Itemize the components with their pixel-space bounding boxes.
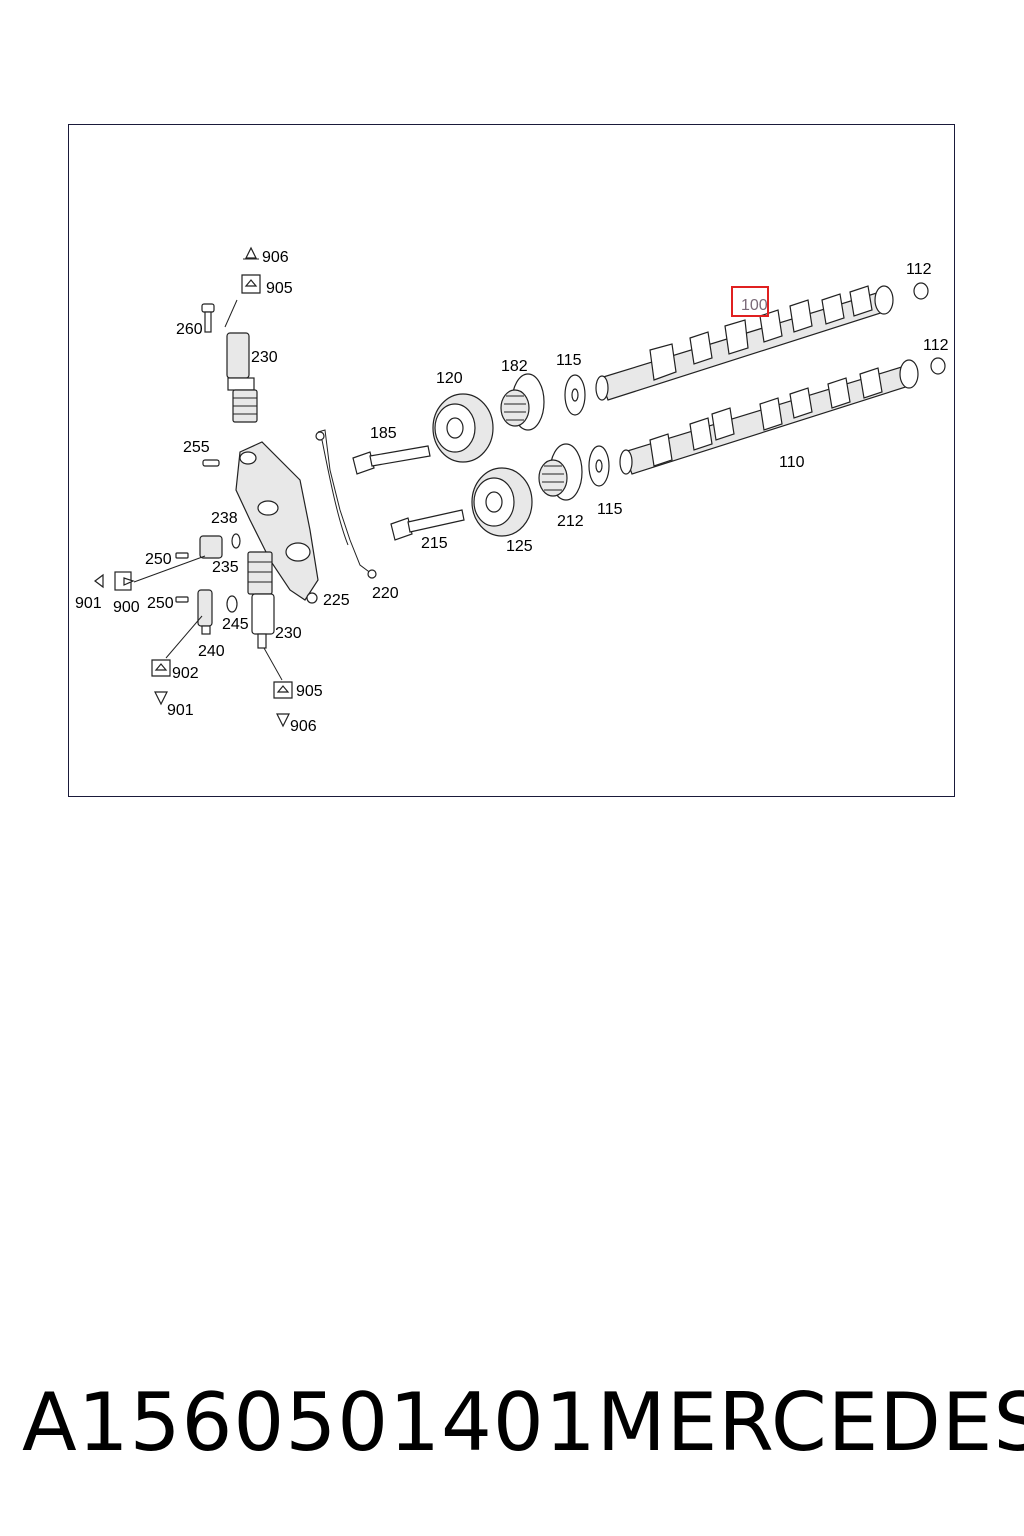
- highlight-box-100: [731, 286, 769, 317]
- housing-225-icon: [235, 441, 319, 604]
- callout-110: 110: [779, 454, 805, 471]
- callout-235: 235: [212, 559, 239, 576]
- plug-906-top-icon: [243, 246, 259, 260]
- callout-212: 212: [557, 513, 584, 530]
- plug-112-lower-icon: [930, 357, 946, 375]
- callout-245: 245: [222, 616, 249, 633]
- screw-255-icon: [202, 459, 220, 467]
- callout-906-top: 906: [262, 249, 289, 266]
- sprocket-182-icon: [500, 373, 545, 431]
- adjuster-125-icon: [471, 467, 533, 537]
- washer-115-lower-icon: [588, 445, 610, 487]
- callout-100: 100: [741, 297, 768, 314]
- solenoid-230-top-icon: [226, 332, 258, 423]
- callout-901-lower: 901: [167, 702, 194, 719]
- sensor-235-icon: [199, 533, 241, 559]
- footer-caption: A1560501401 MERCEDES: [0, 1372, 1024, 1472]
- connector-905-top-icon: [241, 274, 261, 294]
- camshaft-100-icon: [595, 285, 894, 401]
- connector-902-icon: [151, 659, 171, 677]
- oring-245-icon: [226, 595, 238, 613]
- callout-901-left: 901: [75, 595, 102, 612]
- callout-220: 220: [372, 585, 399, 602]
- bolt-260-icon: [201, 303, 215, 333]
- callout-225: 225: [323, 592, 350, 609]
- callout-115-lower: 115: [597, 501, 623, 518]
- part-number: A1560501401: [22, 1375, 597, 1469]
- plug-901-left-icon: [94, 573, 104, 589]
- plug-906-lower-icon: [276, 713, 290, 728]
- callout-250-upper: 250: [145, 551, 172, 568]
- gasket-220-icon: [315, 429, 377, 579]
- callout-902: 902: [172, 665, 199, 682]
- callout-900: 900: [113, 599, 140, 616]
- callout-215: 215: [421, 535, 448, 552]
- sprocket-212-icon: [538, 443, 583, 501]
- callout-240: 240: [198, 643, 225, 660]
- plug-901-lower-icon: [154, 691, 168, 706]
- callout-112-lower: 112: [923, 337, 949, 354]
- callout-230-lower: 230: [275, 625, 302, 642]
- callout-125: 125: [506, 538, 533, 555]
- brand-name: MERCEDES: [596, 1375, 1024, 1469]
- screw-250-upper-icon: [175, 552, 189, 559]
- callout-120: 120: [436, 370, 463, 387]
- washer-115-upper-icon: [564, 374, 586, 416]
- callout-255: 255: [183, 439, 210, 456]
- bolt-185-icon: [352, 445, 431, 475]
- bolt-215-icon: [390, 509, 465, 541]
- connector-905-lower-icon: [273, 681, 293, 699]
- callout-238: 238: [211, 510, 238, 527]
- plug-112-upper-icon: [913, 282, 929, 300]
- callout-250-lower: 250: [147, 595, 174, 612]
- callout-182: 182: [501, 358, 528, 375]
- callout-185: 185: [370, 425, 397, 442]
- camshaft-110-icon: [619, 359, 919, 475]
- adjuster-120-icon: [432, 393, 494, 463]
- callout-905-top: 905: [266, 280, 293, 297]
- callout-112-upper: 112: [906, 261, 932, 278]
- callout-115-upper: 115: [556, 352, 582, 369]
- solenoid-230-lower-icon: [247, 551, 275, 649]
- callout-260: 260: [176, 321, 203, 338]
- callout-906-lower: 906: [290, 718, 317, 735]
- callout-905-lower: 905: [296, 683, 323, 700]
- screw-250-lower-icon: [175, 596, 189, 603]
- callout-230-top: 230: [251, 349, 278, 366]
- sensor-240-icon: [197, 589, 213, 635]
- connector-900-icon: [114, 571, 135, 591]
